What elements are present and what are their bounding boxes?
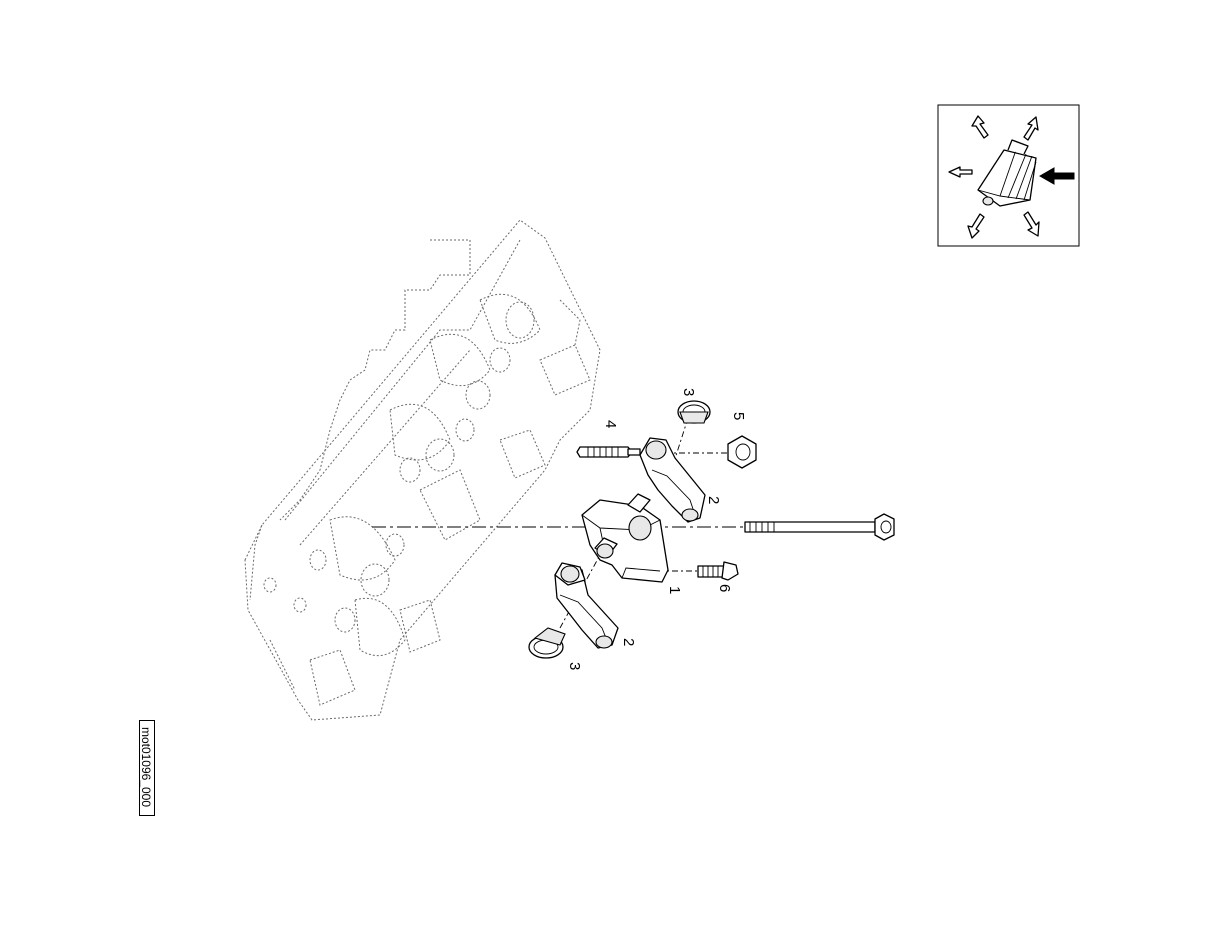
callout-2-lower: 2: [620, 638, 637, 646]
bracket-screw: [697, 561, 739, 581]
upper-cap-axis-line: [664, 417, 689, 491]
cap-lower: [528, 627, 566, 659]
adjusting-screw: [576, 446, 641, 458]
rocker-arm-lower: [554, 562, 619, 649]
callout-6: 6: [716, 584, 733, 592]
drawing-code: mot01096_000: [139, 726, 153, 808]
callout-3-lower: 3: [566, 662, 583, 670]
lower-bushing: [594, 537, 618, 559]
drawing-code-box: [139, 720, 155, 816]
callout-3-upper: 3: [680, 388, 697, 396]
orientation-inset: [937, 104, 1080, 247]
engine-block-icon: [977, 139, 1037, 207]
rocker-arm-upper: [639, 437, 706, 523]
upper-bushing: [627, 493, 651, 513]
cap-upper: [677, 400, 711, 424]
hollow-arrow-icon: [948, 115, 1040, 239]
rocker-shaft-bolt: [744, 513, 895, 541]
callout-2-upper: 2: [705, 496, 722, 504]
lock-nut: [727, 435, 757, 469]
callout-5: 5: [730, 412, 747, 420]
solid-arrow-icon: [1038, 167, 1075, 185]
rocker-bracket: [581, 499, 669, 583]
callout-1: 1: [666, 586, 683, 594]
cylinder-head-outline: [244, 219, 601, 721]
callout-4: 4: [602, 420, 619, 428]
